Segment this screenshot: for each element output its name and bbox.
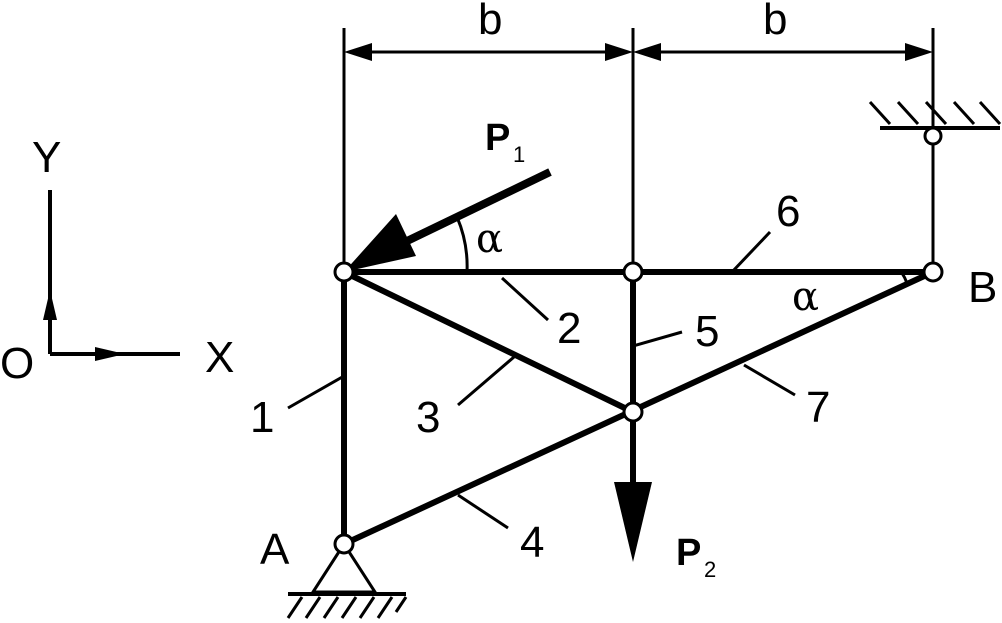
point-label-b: B	[968, 263, 997, 312]
member-label-7: 7	[806, 383, 830, 432]
dimension-label-right: b	[763, 0, 787, 44]
joint-top-middle	[622, 261, 644, 283]
angle-arcs	[455, 216, 909, 285]
force-label-p2: P	[676, 532, 701, 574]
dimension-arrows	[344, 43, 933, 61]
support-a	[286, 541, 408, 619]
member-leaders	[287, 230, 796, 530]
member-label-6: 6	[776, 187, 800, 236]
member-label-2: 2	[557, 304, 581, 353]
dimension-lines	[342, 28, 935, 272]
member-3	[341, 269, 636, 415]
joint-top-left	[333, 261, 355, 283]
member-label-3: 3	[416, 393, 440, 442]
axis-label-y: Y	[32, 133, 61, 182]
angle-label-top: α	[476, 216, 503, 262]
point-label-a: A	[260, 525, 290, 574]
support-b	[868, 100, 1002, 272]
force-p1-arrow	[344, 168, 552, 272]
dimension-label-left: b	[478, 0, 502, 44]
joint-middle	[622, 401, 644, 423]
force-p2-arrow	[614, 412, 652, 562]
member-label-4: 4	[520, 518, 544, 567]
axis-arrows	[43, 290, 125, 361]
coordinate-axes	[48, 190, 180, 356]
member-label-1: 1	[250, 393, 274, 442]
angle-label-right: α	[792, 274, 819, 320]
joint-a	[333, 533, 355, 555]
force-subscript-p2: 2	[704, 557, 716, 582]
truss-joints	[333, 261, 944, 555]
axis-label-x: X	[205, 333, 234, 382]
force-subscript-p1: 1	[513, 142, 525, 167]
force-label-p1: P	[485, 117, 510, 159]
axis-label-origin: O	[0, 339, 34, 388]
joint-b	[922, 261, 944, 283]
member-label-5: 5	[695, 307, 719, 356]
